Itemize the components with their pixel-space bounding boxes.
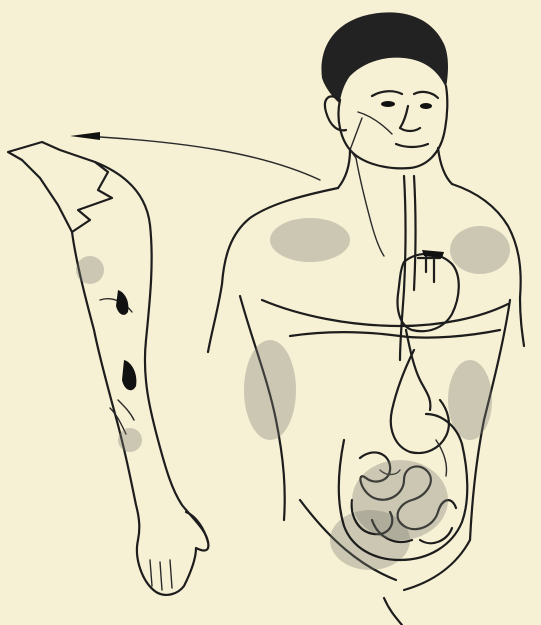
detached-arm [8, 142, 208, 595]
heart-outline [398, 254, 459, 331]
left-shoulder [208, 188, 338, 352]
hair [321, 12, 448, 104]
male-torso [208, 184, 524, 625]
diaphragm [290, 330, 500, 338]
nose [400, 106, 420, 131]
head [321, 12, 448, 168]
heart [398, 250, 459, 331]
arm-cut-edge [8, 142, 112, 232]
esophagus [406, 330, 430, 410]
ear [325, 96, 346, 130]
mouth [396, 144, 428, 147]
stomach [391, 350, 449, 453]
digestive-tract [339, 330, 468, 560]
arm-outer-contour [95, 162, 208, 542]
pectoral-line [262, 300, 508, 326]
